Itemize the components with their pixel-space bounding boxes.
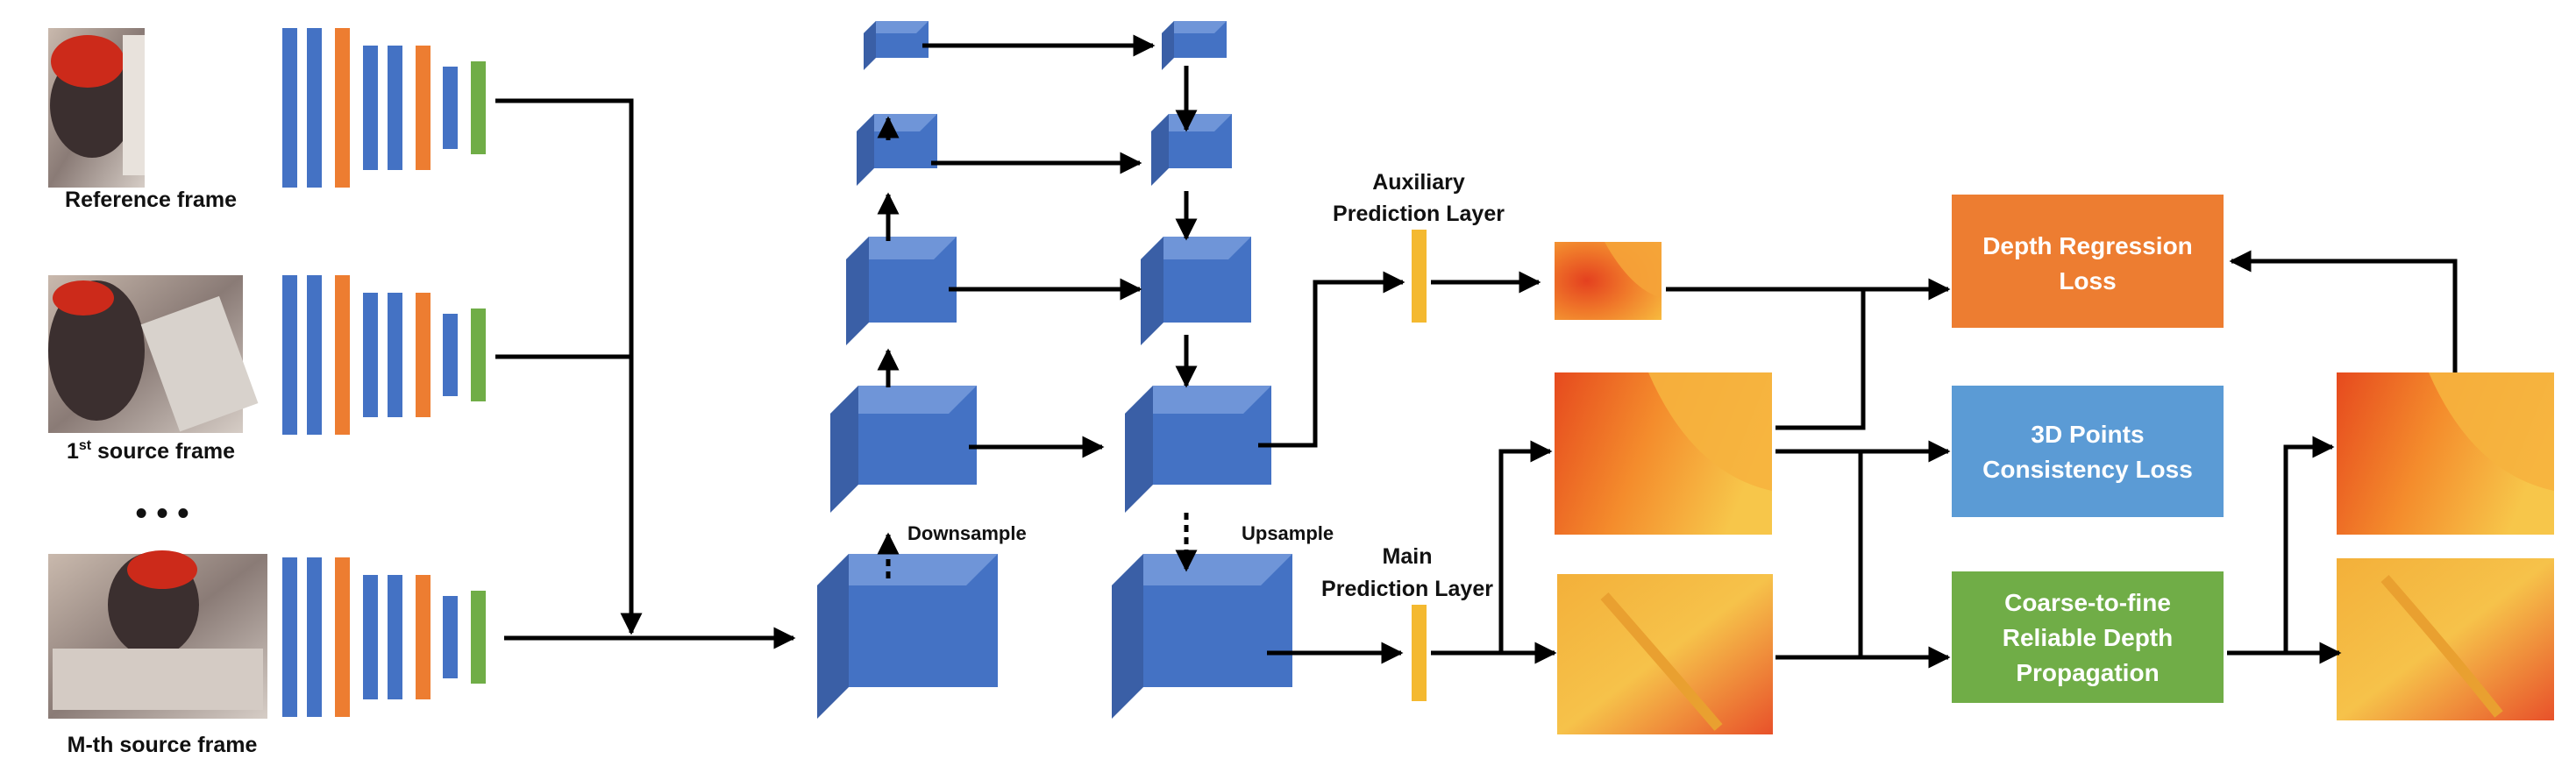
reliability-map xyxy=(1557,574,1773,734)
feature-bar xyxy=(443,314,458,396)
feature-bar xyxy=(307,28,322,188)
feature-cube xyxy=(1112,554,1292,719)
feature-bar xyxy=(443,67,458,149)
feature-bar xyxy=(363,46,378,170)
feature-bar xyxy=(471,61,486,154)
feature-cube xyxy=(1151,114,1232,186)
main-layer-label-2: Prediction Layer xyxy=(1321,577,1493,601)
feature-bar xyxy=(282,557,297,717)
depth-regression-line-2: Loss xyxy=(2059,267,2116,294)
feature-bar xyxy=(363,575,378,699)
source-frame-m-image xyxy=(48,550,267,719)
prediction-arrows xyxy=(1258,271,1557,664)
reference-feature-line xyxy=(495,98,634,633)
feature-bar xyxy=(335,275,350,435)
upsample-label: Upsample xyxy=(1242,522,1334,544)
propagation-line-2: Reliable Depth xyxy=(2003,624,2173,651)
propagation-line-3: Propagation xyxy=(2016,659,2159,686)
propagation-box: Coarse-to-fine Reliable Depth Propagatio… xyxy=(1952,571,2224,703)
aux-prediction-layer xyxy=(1412,230,1427,323)
feature-bar xyxy=(416,46,431,170)
points-consistency-loss-box: 3D Points Consistency Loss xyxy=(1952,386,2224,517)
refined-depth-map-top xyxy=(2337,372,2554,535)
reference-frame-label: Reference frame xyxy=(65,188,237,212)
main-depth-map xyxy=(1555,372,1772,535)
feature-bar xyxy=(471,591,486,684)
feature-bar xyxy=(471,309,486,401)
source-frame-1-image xyxy=(48,275,259,433)
feature-bar xyxy=(282,275,297,435)
points-consistency-line-1: 3D Points xyxy=(2031,421,2144,448)
main-prediction-layer xyxy=(1412,605,1427,701)
feature-bar xyxy=(416,575,431,699)
feature-cube xyxy=(1162,21,1227,70)
depth-regression-line-1: Depth Regression xyxy=(1982,232,2193,259)
feature-cube xyxy=(1141,237,1251,345)
feature-bar xyxy=(388,293,402,417)
network-arrows xyxy=(877,34,1198,578)
feature-bar xyxy=(443,596,458,678)
points-consistency-line-2: Consistency Loss xyxy=(1982,456,2193,483)
feature-bar xyxy=(307,557,322,717)
feature-bar xyxy=(363,293,378,417)
propagation-line-1: Coarse-to-fine xyxy=(2004,589,2171,616)
feature-cube xyxy=(830,386,977,513)
feature-cube xyxy=(864,21,929,70)
feature-bar xyxy=(416,293,431,417)
feature-cube xyxy=(817,554,998,719)
feature-bar xyxy=(335,557,350,717)
feature-extractor-bars xyxy=(282,28,486,717)
ellipsis: • • • xyxy=(135,495,189,532)
feature-bar xyxy=(307,275,322,435)
feature-cube xyxy=(857,114,937,186)
reference-frame-image xyxy=(48,28,145,188)
feature-cube xyxy=(1125,386,1271,513)
feature-bar xyxy=(388,46,402,170)
aux-layer-label-2: Prediction Layer xyxy=(1333,202,1505,226)
depth-regression-loss-box: Depth Regression Loss xyxy=(1952,195,2224,328)
feature-bar xyxy=(335,28,350,188)
aux-depth-map xyxy=(1555,242,1662,320)
feature-bar xyxy=(388,575,402,699)
aux-layer-label-1: Auxiliary xyxy=(1372,170,1465,195)
main-layer-label-1: Main xyxy=(1383,544,1433,569)
downsample-label: Downsample xyxy=(907,522,1027,544)
refined-depth-map-bottom xyxy=(2337,558,2554,720)
loss-arrows xyxy=(1666,250,2458,669)
source-frame-1-label: 1st source frame xyxy=(67,438,235,464)
feature-bar xyxy=(282,28,297,188)
input-merge-arrows xyxy=(495,98,796,649)
feature-cube xyxy=(846,237,957,345)
source-frame-m-label: M-th source frame xyxy=(68,733,258,757)
